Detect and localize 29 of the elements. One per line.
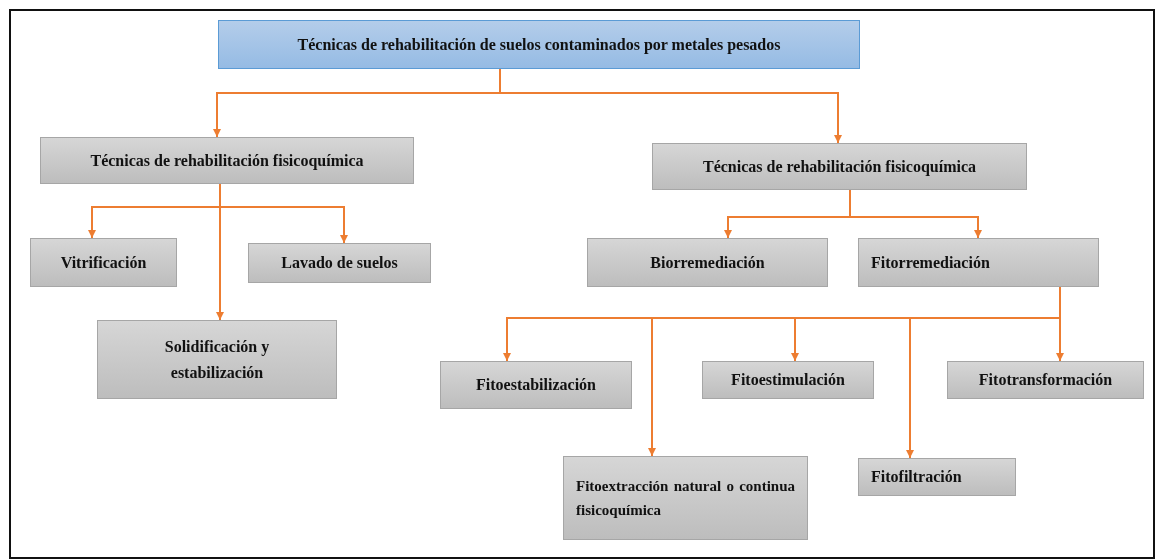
box-label: Biorremediación — [649, 252, 766, 273]
arrow — [849, 189, 982, 239]
process-box — [858, 458, 1016, 496]
process-box — [97, 320, 337, 399]
process-box — [248, 243, 431, 283]
box-label: Técnicas de rehabilitación fisicoquímica — [702, 156, 977, 178]
process-box — [587, 238, 828, 287]
box-label: Técnicas de rehabilitación fisicoquímica — [89, 150, 365, 172]
process-box — [702, 361, 874, 399]
process-box — [30, 238, 177, 287]
box-label: Solidificación y estabilización — [163, 336, 271, 383]
box-label: Fitoestimulación — [730, 370, 846, 391]
box-label: Fitotransformación — [977, 370, 1114, 391]
box-label: Fitoextracción natural o continua fisicoquímica — [576, 477, 795, 520]
box-label: Fitorremediación — [871, 252, 991, 273]
box-label: Técnicas de rehabilitación de suelos contaminados por metales pesados — [296, 34, 782, 56]
process-box — [947, 361, 1144, 399]
process-box — [563, 456, 808, 540]
title-box — [218, 20, 860, 69]
arrow — [216, 183, 224, 321]
process-box — [858, 238, 1099, 287]
arrow — [1056, 286, 1064, 362]
box-label: Vitrificación — [59, 252, 148, 273]
box-label: Lavado de suelos — [280, 253, 399, 274]
process-box — [40, 137, 414, 184]
process-box — [652, 143, 1027, 190]
box-label: Fitoestabilización — [475, 375, 597, 396]
process-box — [440, 361, 632, 409]
box-label: Fitofiltración — [871, 467, 963, 488]
